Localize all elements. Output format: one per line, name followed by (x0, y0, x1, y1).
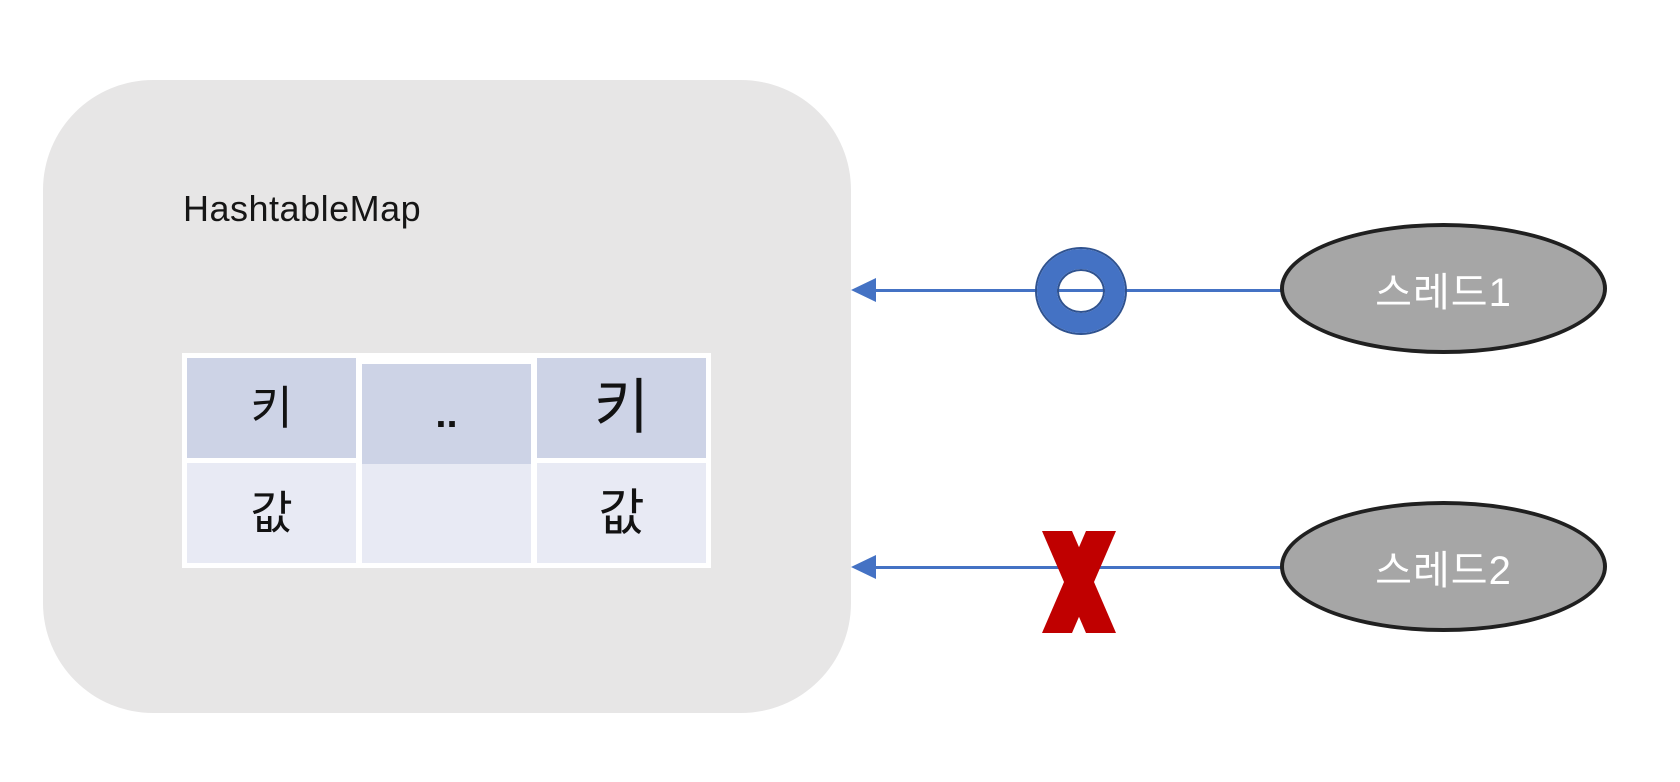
container-title: HashtableMap (183, 188, 422, 229)
table-cell-empty (362, 463, 531, 563)
table-cell-value-2: 값 (537, 463, 706, 563)
table-cell-key-2: 키 (537, 358, 706, 458)
thread2-left-arrowhead-icon (851, 555, 876, 579)
thread1-label: 스레드1 (1375, 270, 1512, 315)
allowed-ring-icon (1037, 249, 1125, 333)
thread1-ellipse: 스레드1 (1280, 223, 1607, 354)
thread1-left-arrowhead-icon (851, 278, 876, 302)
thread2-ellipse: 스레드2 (1280, 501, 1607, 632)
blocked-x-icon (1042, 531, 1116, 633)
hashtable-table: 키 .. 키 값 값 (182, 353, 711, 568)
table-cell-value-1: 값 (187, 463, 356, 563)
thread2-label: 스레드2 (1375, 548, 1512, 593)
table-cell-key-1: 키 (187, 358, 356, 458)
table-cell-ellipsis: .. (362, 364, 531, 464)
